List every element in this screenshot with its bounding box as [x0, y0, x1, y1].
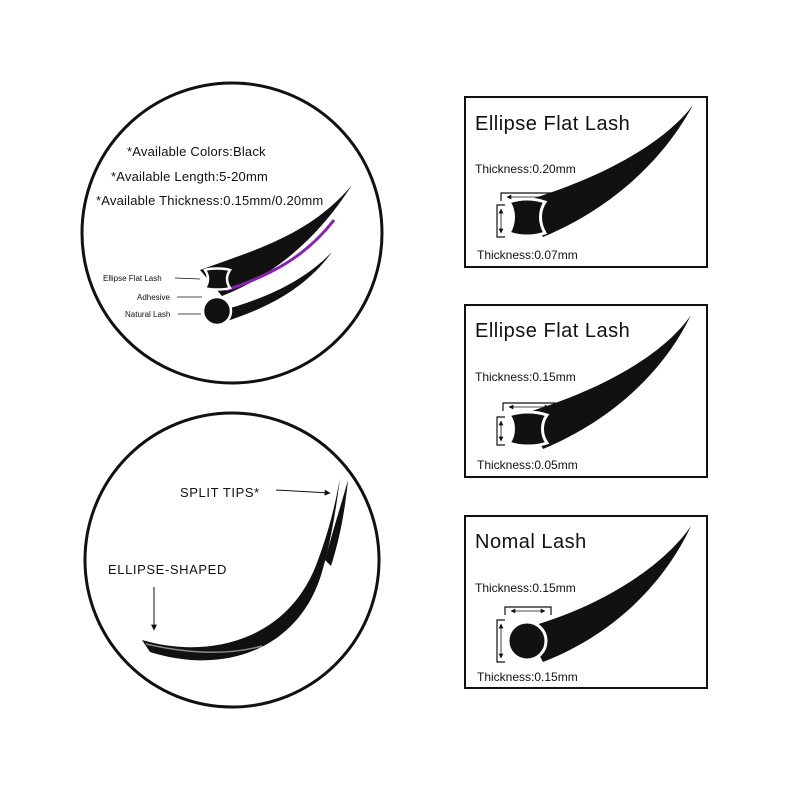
- panel-thickness-height: Thickness:0.07mm: [477, 248, 578, 262]
- width-bracket: [500, 192, 556, 201]
- panel-thickness-width: Thickness:0.20mm: [475, 162, 576, 176]
- shape-circle-outline: [83, 411, 381, 709]
- ellipse-cross-section: [203, 267, 232, 291]
- split-tip-secondary: [325, 480, 348, 566]
- ellipse-cross-section: [506, 197, 548, 238]
- height-bracket: [496, 416, 505, 446]
- spec-length: *Available Length:5-20mm: [111, 169, 268, 184]
- natural-lash-body: [216, 252, 332, 322]
- shape-circle: SPLIT TIPS* ELLIPSE-SHAPED: [83, 411, 381, 709]
- width-bracket: [504, 606, 552, 615]
- lash-cross-section-illustration: Ellipse Flat Lash Adhesive Natural Lash: [103, 185, 352, 327]
- width-bracket: [502, 402, 556, 411]
- panel-thickness-width: Thickness:0.15mm: [475, 370, 576, 384]
- panel-ellipse-020: Ellipse Flat Lash Thickness:0.20mm Thick…: [464, 96, 708, 268]
- ellipse-cross-section: [506, 410, 550, 448]
- panel-title: Ellipse Flat Lash: [475, 320, 630, 342]
- panel-frame: [464, 515, 708, 689]
- legend-adhesive: Adhesive: [137, 293, 170, 302]
- panel-thickness-height: Thickness:0.05mm: [477, 458, 578, 472]
- legend-natural: Natural Lash: [125, 310, 170, 319]
- height-bracket: [496, 619, 505, 663]
- lash-body: [525, 315, 691, 449]
- lash-body: [525, 526, 691, 662]
- panel-normal-015: Nomal Lash Thickness:0.15mm Thickness:0.…: [464, 515, 708, 689]
- lash-body: [525, 105, 693, 237]
- legend-ellipse-pointer: [174, 277, 201, 280]
- ellipse-shaped-label: ELLIPSE-SHAPED: [108, 562, 227, 577]
- spec-thickness: *Available Thickness:0.15mm/0.20mm: [96, 193, 323, 208]
- panel-title: Nomal Lash: [475, 531, 587, 553]
- height-bracket: [496, 204, 505, 238]
- panel-thickness-height: Thickness:0.15mm: [477, 670, 578, 684]
- natural-lash-cross-section: [201, 295, 233, 327]
- lash-highlight: [145, 643, 263, 653]
- legend-ellipse: Ellipse Flat Lash: [103, 274, 162, 283]
- spec-circle-outline: [80, 81, 384, 385]
- ellipse-lash-body: [200, 185, 352, 296]
- round-cross-section: [506, 620, 548, 662]
- panel-ellipse-015: Ellipse Flat Lash Thickness:0.15mm Thick…: [464, 304, 708, 478]
- spec-colors: *Available Colors:Black: [127, 144, 266, 159]
- panel-thickness-width: Thickness:0.15mm: [475, 581, 576, 595]
- split-tip-lash: [142, 478, 340, 661]
- split-tips-arrow: [275, 489, 331, 496]
- spec-circle: *Available Colors:Black *Available Lengt…: [80, 81, 384, 385]
- panel-title: Ellipse Flat Lash: [475, 113, 630, 135]
- adhesive-line: [225, 219, 336, 292]
- split-tips-label: SPLIT TIPS*: [180, 485, 260, 500]
